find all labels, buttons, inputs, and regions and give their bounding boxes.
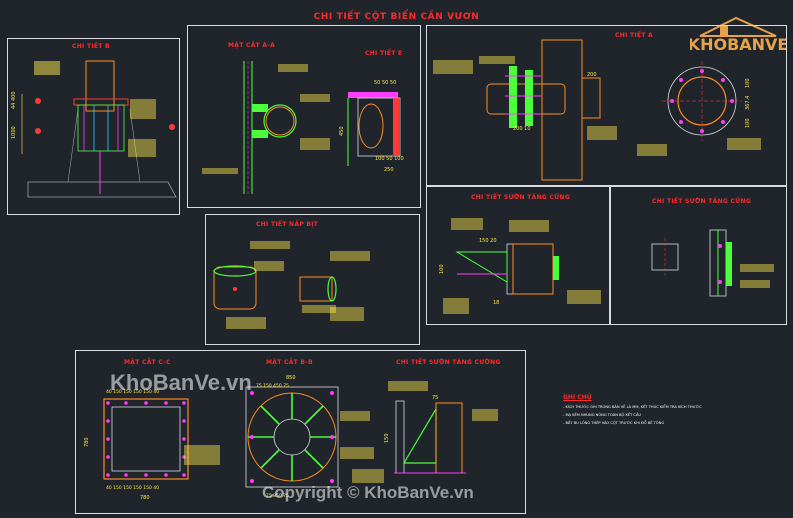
dim-a-bottom-1: 200 10 xyxy=(513,126,531,132)
dim-bb-bottom: 75 850 75 xyxy=(266,493,289,499)
dim-e-top: 50 50 50 xyxy=(374,80,396,86)
notes-block: GHI CHÚ - KÍCH THƯỚC GHI TRONG BẢN VẼ LÀ… xyxy=(563,394,768,425)
panel-title-cap: CHI TIẾT NẮP BỊT xyxy=(256,221,319,228)
dim-st3-top: 75 xyxy=(432,395,438,401)
base-sections-drawing: 40 150 150 150 150 40 40 150 150 150 150… xyxy=(84,375,498,501)
dim-b-left-1: 1000 xyxy=(11,126,17,139)
panel-detail-a: CHI TIẾT A 200 200 10 100 367.4 xyxy=(426,25,787,187)
dim-s1-bottom: 18 xyxy=(493,300,499,306)
dim-e-bottom-1: 100 50 100 xyxy=(375,156,404,162)
stiffener-2-drawing xyxy=(651,229,774,297)
panel-title-cc: MẶT CẮT C-C xyxy=(124,359,171,366)
dim-s1-top: 150 20 xyxy=(479,238,497,244)
panel-title-bb: MẶT CẮT B-B xyxy=(266,359,313,366)
dim-cc-top: 40 150 150 150 150 40 xyxy=(106,389,159,395)
panel-stiffener-1: CHI TIẾT SƯỜN TĂNG CỨNG 150 20 100 18 xyxy=(426,185,611,325)
dim-bb-top-1: 850 xyxy=(286,375,296,381)
dim-bb-top-2: 75 150 450 75 xyxy=(256,383,289,389)
note-item: - BẮT BU LÔNG THÉP VÀO CỘT TRƯỚC KHI ĐỔ … xyxy=(563,421,665,425)
watermark-footer: Copyright © KhoBanVe.vn xyxy=(262,483,474,502)
panel-base-sections: MẶT CẮT C-C MẶT CẮT B-B CHI TIẾT SƯỜN TĂ… xyxy=(75,350,526,514)
dim-a-right-3: 100 xyxy=(745,118,751,128)
dim-cc-bottom-1: 40 150 150 150 150 40 xyxy=(106,485,159,491)
dim-e-side: 450 xyxy=(339,126,345,136)
stiffener-1-drawing: 150 20 100 18 xyxy=(439,218,601,314)
dim-a-top: 200 xyxy=(587,72,597,78)
panel-title-a: CHI TIẾT A xyxy=(615,32,653,39)
dim-a-right-2: 367.4 xyxy=(745,96,751,110)
panel-detail-b: CHI TIẾT B 1000 44 400 xyxy=(7,38,180,215)
kho-ban-ve-logo: KHOBANVE xyxy=(688,12,788,60)
panel-title-stiffener-3: CHI TIẾT SƯỜN TĂNG CƯỜNG xyxy=(396,359,501,366)
dim-cc-left: 780 xyxy=(84,437,90,447)
dim-st3-side: 150 xyxy=(384,433,390,443)
panel-stiffener-2: CHI TIẾT SƯỜN TĂNG CỨNG xyxy=(609,185,787,325)
drawing-title: CHI TIẾT CỘT BIỂN CẦN VƯƠN xyxy=(313,12,480,22)
dim-e-bottom-2: 250 xyxy=(384,167,394,173)
watermark-center: KhoBanVe.vn xyxy=(110,370,252,395)
panel-title: CHI TIẾT B xyxy=(72,43,110,50)
dim-s1-left: 100 xyxy=(439,264,445,274)
note-item: - KÍCH THƯỚC GHI TRONG BẢN VẼ LÀ MM, KẾT… xyxy=(563,405,702,409)
dim-cc-bottom-2: 780 xyxy=(140,495,150,501)
dim-a-right-1: 100 xyxy=(745,78,751,88)
detail-b-drawing: 1000 44 400 xyxy=(11,60,177,198)
section-aa-drawing: 50 50 50 450 100 50 100 250 xyxy=(202,61,404,194)
notes-title: GHI CHÚ xyxy=(563,394,592,401)
panel-cap-detail: CHI TIẾT NẮP BỊT xyxy=(205,214,420,345)
detail-a-drawing: 200 200 10 100 367.4 100 xyxy=(433,39,761,181)
panel-title-stiffener-2: CHI TIẾT SƯỜN TĂNG CỨNG xyxy=(652,198,752,205)
panel-title-stiffener-1: CHI TIẾT SƯỜN TĂNG CỨNG xyxy=(471,194,571,201)
logo-text: KHOBANVE xyxy=(690,35,786,54)
panel-title-aa: MẶT CẮT A-A xyxy=(228,42,276,49)
cap-detail-drawing xyxy=(213,241,370,329)
dim-b-left-2: 44 400 xyxy=(11,92,17,110)
note-item: - MẠ KẼM NHÚNG NÓNG TOÀN BỘ KẾT CẤU xyxy=(563,413,642,417)
panel-section-aa: MẶT CẮT A-A CHI TIẾT E 50 50 50 450 100 … xyxy=(187,25,421,208)
panel-title-e: CHI TIẾT E xyxy=(365,50,403,57)
